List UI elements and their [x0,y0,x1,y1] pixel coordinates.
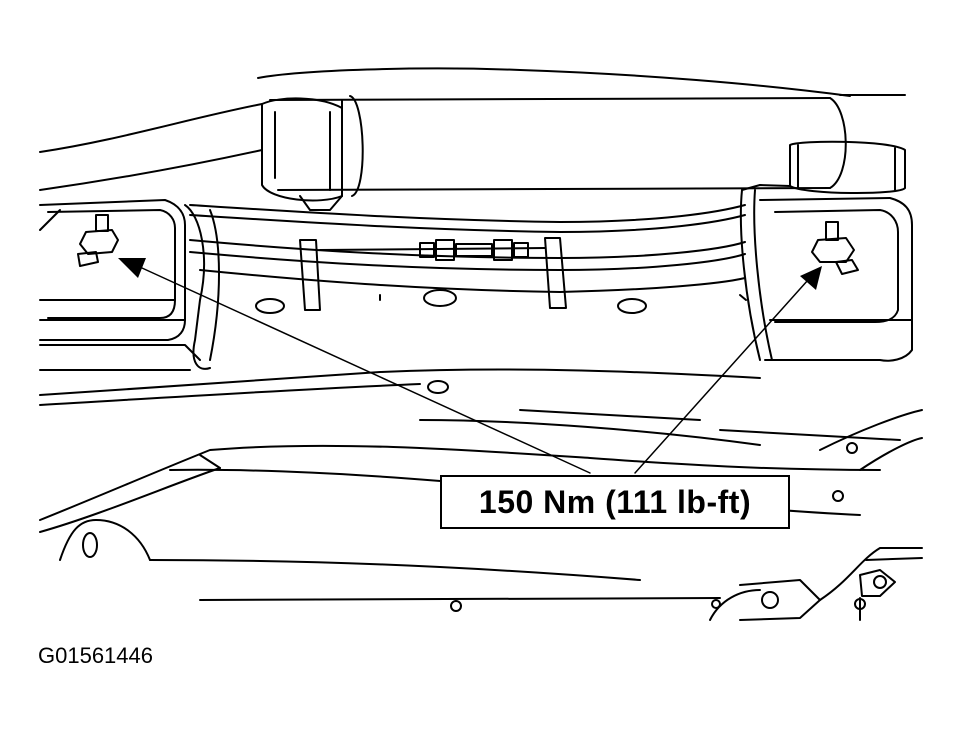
figure-id-label: G01561446 [38,643,153,668]
leader-arrowheads [118,258,822,290]
cross-tube [261,95,847,211]
right-mount-bracket [739,184,913,362]
upper-body-outline [39,67,851,231]
crossmember-holes [82,289,858,612]
torque-leader-lines [141,267,809,474]
lower-crossmember [39,368,901,601]
right-mount-bolt [811,221,859,275]
torque-specification-label: 150 Nm (111 lb-ft) [478,483,752,520]
right-lower-structure [709,409,923,621]
left-mount-bracket [39,199,220,371]
right-upper-bracket [789,94,906,194]
left-mount-bolt [77,214,119,267]
tube-clips [299,237,567,311]
fuel-line [319,239,546,261]
torque-callout-box: 150 Nm (111 lb-ft) [440,475,790,529]
